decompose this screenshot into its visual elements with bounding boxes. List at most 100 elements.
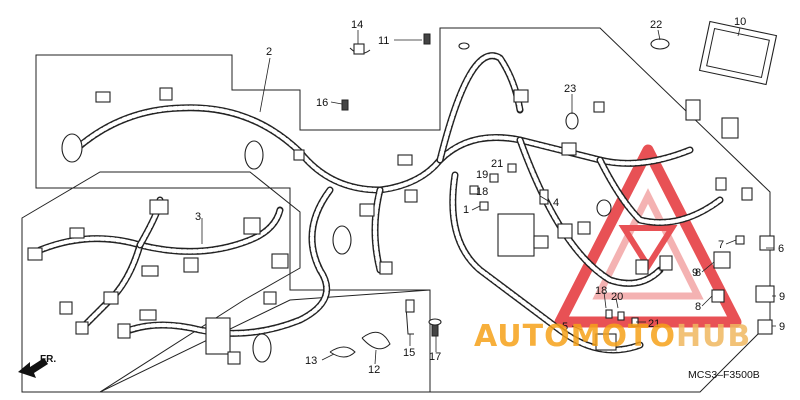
connector — [75, 321, 89, 335]
connectors — [27, 87, 753, 365]
connector — [397, 154, 413, 166]
connector — [27, 247, 43, 261]
connector — [513, 89, 529, 103]
relay-canister — [252, 333, 272, 363]
front-arrow-label: FR. — [40, 354, 56, 365]
connector — [227, 351, 241, 365]
callout-12: 12 — [368, 364, 380, 376]
band-clip — [650, 38, 670, 50]
connector — [507, 163, 517, 173]
callout-8a: 8 — [695, 267, 701, 279]
connector — [685, 99, 701, 121]
callout-6: 6 — [778, 243, 784, 255]
cable-tie — [329, 346, 356, 358]
cable-tie — [361, 331, 391, 350]
callout-9b: 9 — [779, 291, 785, 303]
callout-1: 1 — [463, 204, 469, 216]
callout-5: 5 — [562, 321, 568, 333]
connector — [595, 333, 617, 351]
connector — [593, 101, 605, 113]
relay-canister — [61, 133, 83, 163]
connector — [721, 117, 739, 139]
screw-head — [428, 318, 442, 326]
callout-10: 10 — [734, 16, 746, 28]
connector — [59, 301, 73, 315]
main-harness-bundle — [71, 52, 724, 354]
watermark-logo — [554, 144, 742, 328]
relay — [713, 251, 731, 269]
relay-canister — [244, 140, 264, 170]
relay — [755, 285, 775, 303]
callout-20: 20 — [611, 291, 623, 303]
connector — [159, 87, 173, 101]
connector — [659, 255, 673, 271]
connector — [141, 265, 159, 277]
relay — [757, 319, 773, 335]
ecu-unit-face — [706, 28, 770, 78]
connector — [715, 177, 727, 191]
callout-labels: 1 2 3 4 5 6 7 8 8 9 9 9 10 11 12 13 14 1… — [195, 16, 785, 376]
connector — [293, 149, 305, 161]
callout-11: 11 — [378, 35, 389, 47]
callout-16: 16 — [316, 97, 328, 109]
connector — [139, 309, 157, 321]
connector — [596, 199, 612, 217]
callout-13: 13 — [305, 355, 317, 367]
front-direction-arrow: FR. — [18, 354, 56, 378]
fuse — [617, 311, 625, 321]
callout-23: 23 — [564, 83, 576, 95]
connector — [533, 235, 549, 249]
callout-18a: 18 — [476, 186, 488, 198]
connector — [183, 257, 199, 273]
harness-clip-body — [353, 43, 365, 55]
connector — [69, 227, 85, 239]
callout-15: 15 — [403, 347, 415, 359]
connector — [243, 217, 261, 235]
callout-2: 2 — [266, 46, 272, 58]
callout-14: 14 — [351, 19, 363, 31]
connector — [263, 291, 277, 305]
connector — [404, 189, 418, 203]
callout-8b: 8 — [695, 301, 701, 313]
bolt — [341, 99, 349, 111]
fuse-box — [497, 213, 535, 257]
ecu-unit — [698, 20, 778, 86]
watermark-text: AUTOMOTOHUB — [474, 319, 751, 354]
frame-sub-harness — [21, 171, 301, 393]
connector — [539, 189, 549, 205]
connector — [741, 187, 753, 201]
relay — [711, 289, 725, 303]
callout-21b: 21 — [648, 318, 660, 330]
ground-terminal — [458, 42, 470, 50]
relay — [759, 235, 775, 251]
bolt — [423, 33, 431, 45]
callout-7: 7 — [718, 239, 724, 251]
grommet — [565, 112, 579, 130]
callout-3: 3 — [195, 211, 201, 223]
connector — [469, 185, 479, 195]
connector — [205, 317, 231, 355]
callout-4: 4 — [553, 197, 559, 209]
callout-18b: 18 — [595, 285, 607, 297]
diode — [735, 235, 745, 245]
holder-clip-body — [405, 299, 415, 313]
frame-main-harness — [35, 27, 771, 393]
connector — [561, 142, 577, 156]
connector — [479, 201, 489, 211]
connector — [379, 261, 393, 275]
callout-17: 17 — [429, 351, 441, 363]
connector — [489, 173, 499, 183]
diagram-code: MCS3–F3500B — [688, 369, 760, 381]
connector — [359, 203, 375, 217]
connector — [271, 253, 289, 269]
callout-21a: 21 — [491, 158, 503, 170]
connector — [635, 259, 649, 275]
loose-parts — [329, 20, 778, 358]
leader-lines — [201, 27, 776, 365]
front-arrow-icon — [18, 358, 48, 378]
callout-22: 22 — [650, 19, 662, 31]
connector — [117, 323, 131, 339]
holder-clip — [405, 305, 414, 335]
connector — [577, 221, 591, 235]
